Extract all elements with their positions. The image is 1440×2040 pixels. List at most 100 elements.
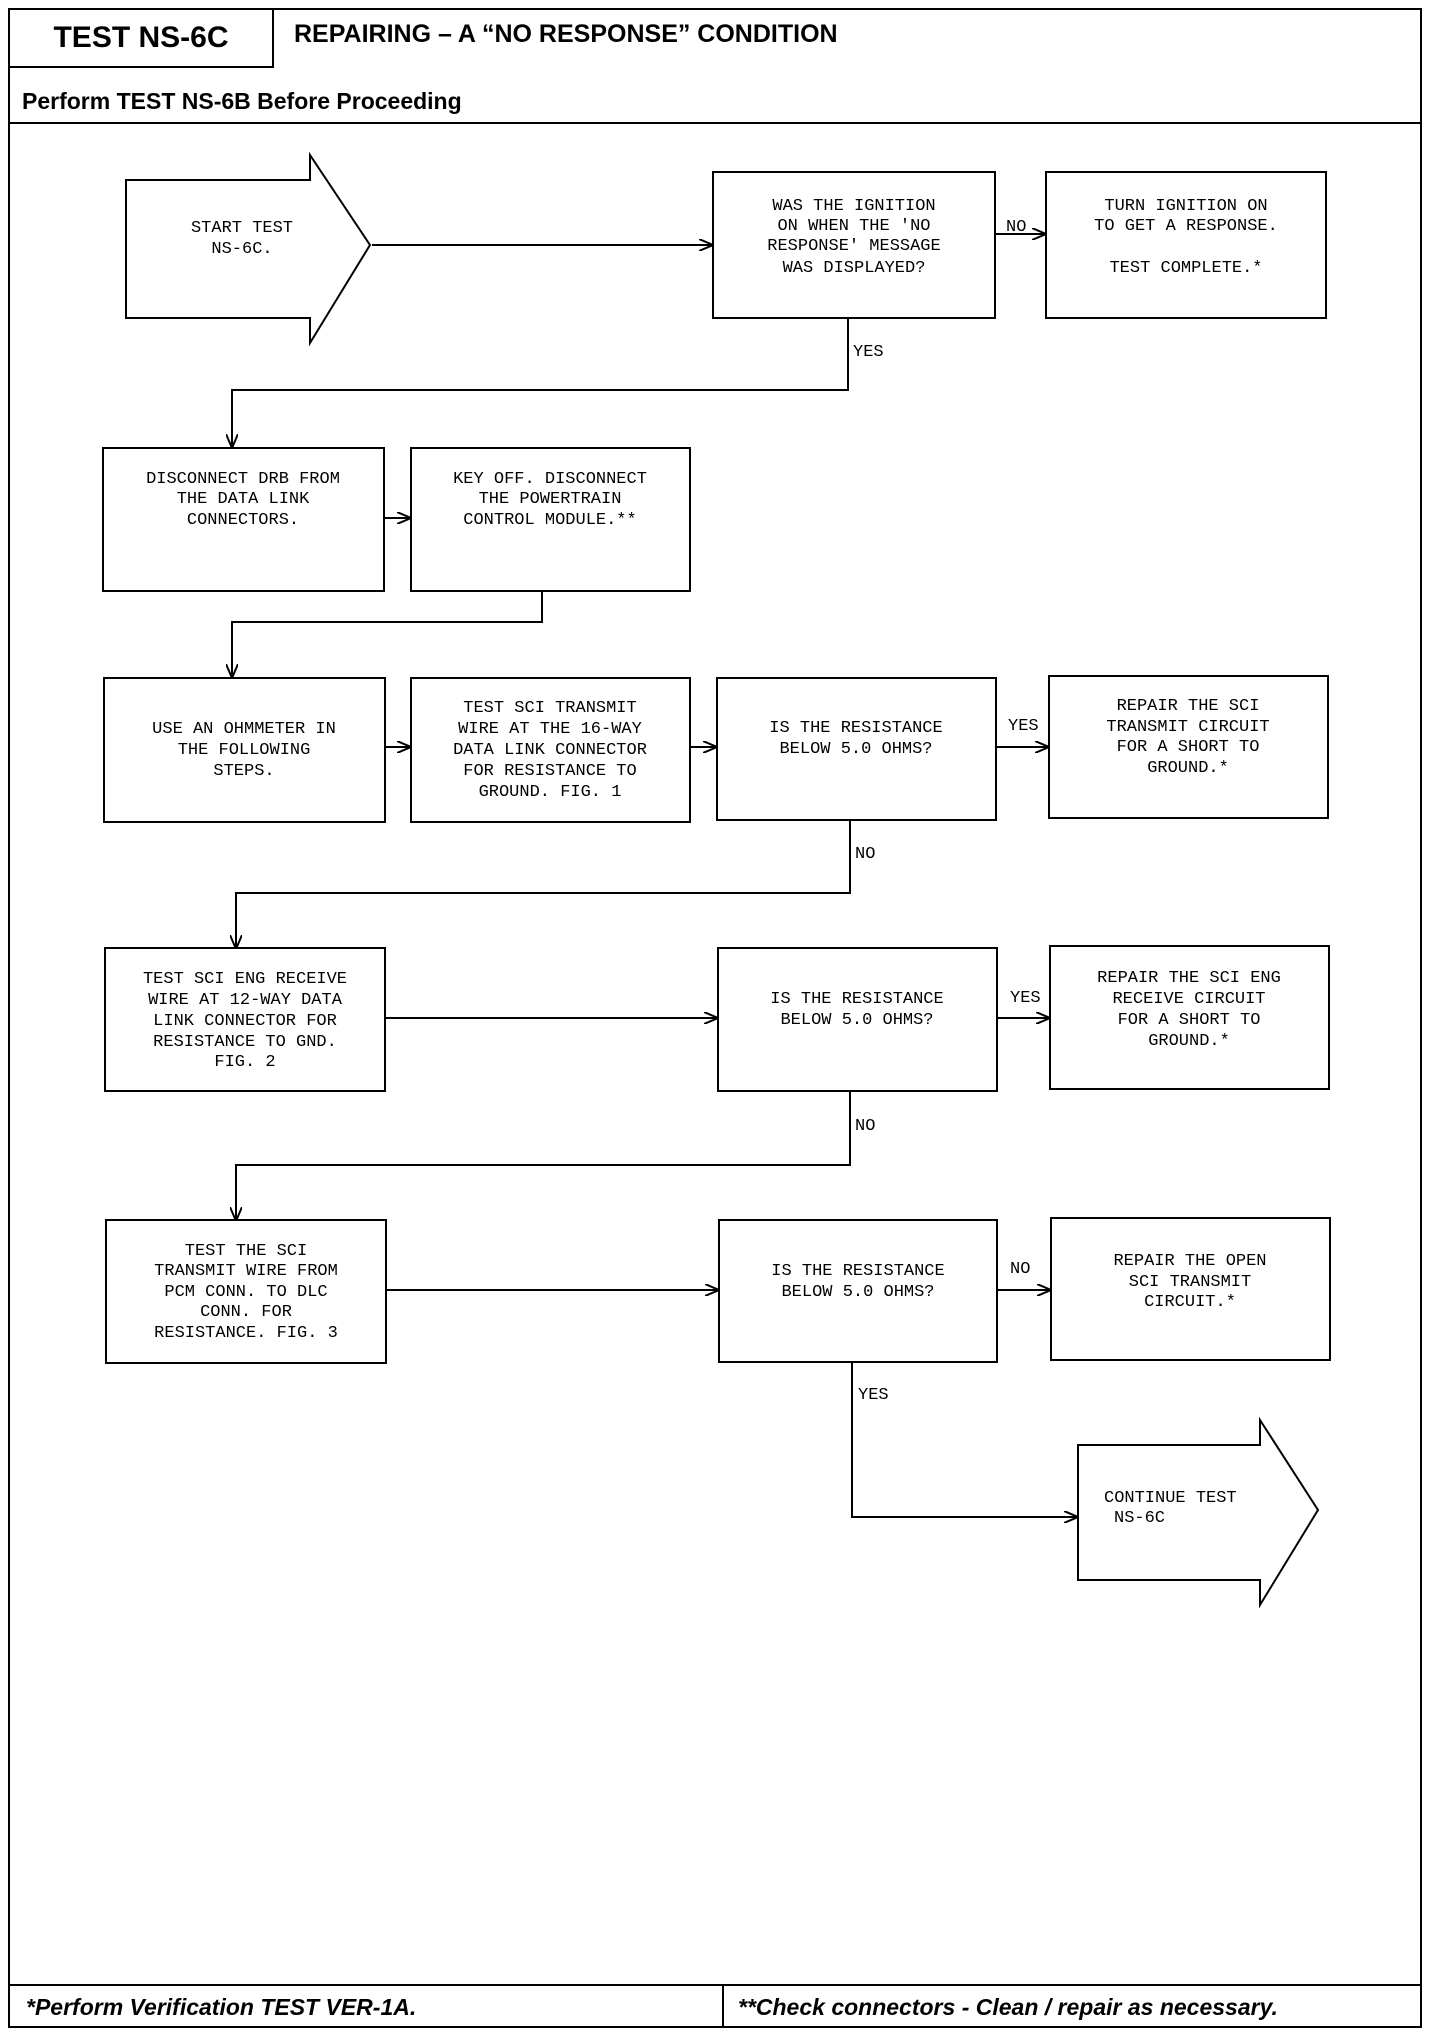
test-id-box: TEST NS-6C [10,10,274,68]
test-sci-receive-box: TEST SCI ENG RECEIVE WIRE AT 12-WAY DATA… [104,947,386,1092]
header-divider [10,122,1420,124]
resistance-question-3-frame [718,1219,998,1363]
test-sci-transmit-line: FOR RESISTANCE TO [463,762,636,781]
test-transmit-pcm-line: TEST THE SCI [185,1242,307,1261]
label-no-resistance-2: NO [855,1117,875,1136]
repair-open-circuit-frame [1050,1217,1331,1361]
label-yes-ignition: YES [853,343,884,362]
repair-open-circuit-box: REPAIR THE OPEN SCI TRANSMIT CIRCUIT.* [1050,1217,1331,1361]
test-title: REPAIRING – A “NO RESPONSE” CONDITION [294,20,838,48]
label-no-resistance-3: NO [1010,1260,1030,1279]
test-sci-receive-line: RESISTANCE TO GND. [153,1033,337,1052]
test-sci-transmit-line: TEST SCI TRANSMIT [463,699,636,718]
ignition-question-line: RESPONSE' MESSAGE [767,237,940,256]
resistance-question-2-box: IS THE RESISTANCE BELOW 5.0 OHMS? [717,947,998,1092]
turn-ignition-on-line: TEST COMPLETE.* [1109,259,1262,278]
ohmmeter-line: THE FOLLOWING [178,741,311,760]
arrow-yes-to-disconnect-drb [232,318,849,447]
footer-divider [10,1984,1420,1986]
test-sci-receive-frame [104,947,386,1092]
repair-open-circuit-line: REPAIR THE OPEN [1113,1252,1266,1271]
start-terminal: START TEST NS-6C. [125,151,372,347]
start-arrow-shape [125,151,372,347]
resistance-question-1-frame [716,677,997,821]
repair-transmit-short-line: GROUND.* [1147,759,1229,778]
turn-ignition-on-box: TURN IGNITION ON TO GET A RESPONSE. TEST… [1045,171,1327,319]
start-line: NS-6C. [211,240,272,259]
connector-lines [232,234,1077,1517]
start-line: START TEST [191,219,293,238]
test-id: TEST NS-6C [53,21,229,54]
repair-transmit-short-line: FOR A SHORT TO [1117,738,1260,757]
disconnect-drb-line: CONNECTORS. [187,511,299,530]
repair-open-circuit-line: CIRCUIT.* [1144,1293,1236,1312]
resistance-question-2-frame [717,947,998,1092]
repair-transmit-short-frame [1048,675,1329,819]
continue-arrow-shape [1077,1416,1320,1609]
arrow-yes-to-continue [851,1362,1077,1517]
label-yes-resistance-2: YES [1010,989,1041,1008]
disconnect-drb-line: THE DATA LINK [177,490,310,509]
resistance-question-2-line: IS THE RESISTANCE [770,990,943,1009]
ignition-question-line: WAS THE IGNITION [772,197,935,216]
test-sci-receive-line: FIG. 2 [214,1053,275,1072]
ohmmeter-box: USE AN OHMMETER IN THE FOLLOWING STEPS. [103,677,386,823]
test-sci-receive-line: TEST SCI ENG RECEIVE [143,970,347,989]
ignition-question-line: WAS DISPLAYED? [783,259,926,278]
test-sci-transmit-box: TEST SCI TRANSMIT WIRE AT THE 16-WAY DAT… [410,677,691,823]
repair-transmit-short-line: REPAIR THE SCI [1117,697,1260,716]
disconnect-drb-line: DISCONNECT DRB FROM [146,470,340,489]
test-sci-transmit-line: WIRE AT THE 16-WAY [458,720,642,739]
test-sci-receive-line: WIRE AT 12-WAY DATA [148,991,343,1010]
repair-open-circuit-line: SCI TRANSMIT [1129,1273,1251,1292]
ignition-question-frame [712,171,996,319]
repair-receive-short-frame [1049,945,1330,1090]
repair-receive-short-line: RECEIVE CIRCUIT [1112,990,1265,1009]
test-transmit-pcm-box: TEST THE SCI TRANSMIT WIRE FROM PCM CONN… [105,1219,387,1364]
turn-ignition-on-line: TO GET A RESPONSE. [1094,217,1278,236]
flowchart-page: TEST NS-6C REPAIRING – A “NO RESPONSE” C… [8,8,1422,2028]
disconnect-drb-box: DISCONNECT DRB FROM THE DATA LINK CONNEC… [102,447,385,592]
footnote-verification: *Perform Verification TEST VER-1A. [26,1994,417,2020]
prerequisite-note: Perform TEST NS-6B Before Proceeding [22,88,462,114]
test-sci-transmit-line: GROUND. FIG. 1 [479,783,622,802]
resistance-question-1-line: IS THE RESISTANCE [769,719,942,738]
resistance-question-1-line: BELOW 5.0 OHMS? [779,740,932,759]
key-off-line: KEY OFF. DISCONNECT [453,470,647,489]
turn-ignition-on-frame [1045,171,1327,319]
test-transmit-pcm-line: TRANSMIT WIRE FROM [154,1262,338,1281]
ohmmeter-line: USE AN OHMMETER IN [152,720,336,739]
ignition-question-line: ON WHEN THE 'NO [777,217,930,236]
footer-column-divider [722,1984,724,2028]
label-no-ignition: NO [1006,218,1026,237]
test-sci-receive-line: LINK CONNECTOR FOR [153,1012,337,1031]
ignition-question-box: WAS THE IGNITION ON WHEN THE 'NO RESPONS… [712,171,996,319]
test-sci-transmit-frame [410,677,691,823]
label-no-resistance-1: NO [855,845,875,864]
turn-ignition-on-line: TURN IGNITION ON [1104,197,1267,216]
resistance-question-2-line: BELOW 5.0 OHMS? [780,1011,933,1030]
key-off-line: THE POWERTRAIN [479,490,622,509]
repair-receive-short-line: GROUND.* [1148,1032,1230,1051]
key-off-box: KEY OFF. DISCONNECT THE POWERTRAIN CONTR… [410,447,691,592]
label-yes-resistance-3: YES [858,1386,889,1405]
resistance-question-3-line: IS THE RESISTANCE [771,1262,944,1281]
test-transmit-pcm-line: PCM CONN. TO DLC [164,1283,327,1302]
continue-terminal: CONTINUE TEST NS-6C [1077,1416,1320,1609]
resistance-question-3-box: IS THE RESISTANCE BELOW 5.0 OHMS? [718,1219,998,1363]
key-off-line: CONTROL MODULE.** [463,511,636,530]
arrow-key-off-to-ohmmeter [232,592,543,677]
test-transmit-pcm-frame [105,1219,387,1364]
repair-transmit-short-box: REPAIR THE SCI TRANSMIT CIRCUIT FOR A SH… [1048,675,1329,819]
test-transmit-pcm-line: CONN. FOR [200,1303,292,1322]
repair-receive-short-line: REPAIR THE SCI ENG [1097,969,1281,988]
test-transmit-pcm-line: RESISTANCE. FIG. 3 [154,1324,338,1343]
repair-transmit-short-line: TRANSMIT CIRCUIT [1106,718,1269,737]
arrow-no-to-test-pcm [236,1091,851,1220]
footnote-connectors: **Check connectors - Clean / repair as n… [738,1994,1278,2020]
resistance-question-1-box: IS THE RESISTANCE BELOW 5.0 OHMS? [716,677,997,821]
ohmmeter-line: STEPS. [213,762,274,781]
repair-receive-short-box: REPAIR THE SCI ENG RECEIVE CIRCUIT FOR A… [1049,945,1330,1090]
repair-receive-short-line: FOR A SHORT TO [1118,1011,1261,1030]
